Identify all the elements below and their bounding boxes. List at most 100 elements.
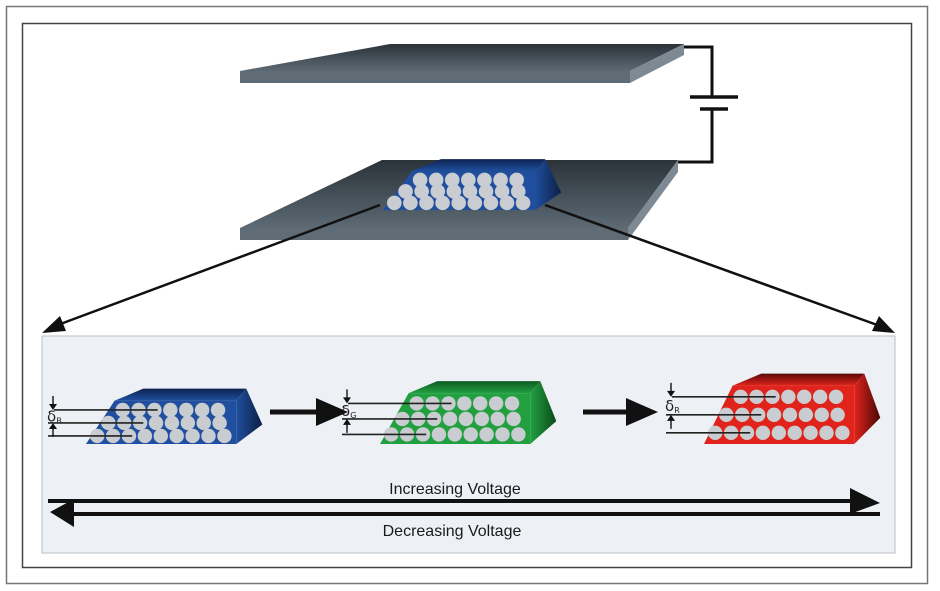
- decreasing-voltage-label: Decreasing Voltage: [383, 523, 522, 540]
- sphere: [458, 411, 474, 427]
- sphere: [781, 389, 796, 405]
- sphere: [457, 396, 472, 411]
- crystal-side-face: [854, 373, 881, 444]
- sphere: [451, 195, 467, 211]
- sphere: [179, 402, 194, 418]
- sphere: [217, 428, 232, 444]
- sphere: [194, 402, 210, 418]
- zoom-lines: [42, 203, 895, 333]
- spacing-arrowhead-down-icon: [667, 390, 675, 397]
- sphere: [494, 184, 510, 199]
- detail-panel: [41, 335, 896, 554]
- crystal-states: δB δG δR: [47, 373, 881, 444]
- spacing-arrowhead-down-icon: [49, 403, 57, 410]
- sphere: [196, 415, 211, 431]
- sphere: [814, 407, 829, 423]
- decreasing-voltage-arrow: [50, 499, 880, 527]
- sphere: [511, 427, 526, 442]
- crystal-green: δG: [341, 381, 557, 444]
- sphere: [812, 389, 828, 405]
- sphere: [431, 427, 447, 442]
- sphere: [164, 415, 180, 431]
- sphere: [180, 415, 196, 431]
- sphere: [477, 172, 492, 188]
- sphere: [755, 425, 771, 441]
- sphere: [499, 195, 515, 211]
- sphere: [210, 402, 226, 418]
- sphere: [782, 407, 798, 423]
- sphere: [819, 425, 834, 441]
- sphere: [447, 427, 462, 442]
- sphere: [803, 425, 818, 441]
- sphere: [488, 396, 504, 411]
- sphere: [435, 195, 450, 211]
- sphere: [387, 195, 402, 211]
- sphere: [212, 415, 227, 431]
- crystal-red: δR: [665, 373, 881, 444]
- sphere: [771, 425, 786, 441]
- sphere: [444, 172, 460, 188]
- sphere: [428, 172, 444, 188]
- sphere: [495, 427, 510, 442]
- sphere: [412, 172, 428, 188]
- spacing-subscript: B: [56, 416, 62, 425]
- sphere: [474, 411, 490, 427]
- spacing-subscript: R: [674, 406, 680, 415]
- crystal-side-face: [530, 381, 557, 444]
- sphere: [479, 427, 494, 442]
- sphere: [493, 172, 508, 188]
- spacing-arrowhead-up-icon: [343, 418, 351, 425]
- sphere: [506, 411, 521, 427]
- sphere: [787, 425, 802, 441]
- sphere: [490, 411, 505, 427]
- sphere: [504, 396, 520, 411]
- sphere: [148, 415, 164, 431]
- sphere: [473, 396, 488, 411]
- sphere: [766, 407, 782, 423]
- sphere: [163, 402, 178, 418]
- sphere: [798, 407, 814, 423]
- sphere: [185, 428, 200, 444]
- crystal-blue: [383, 159, 562, 211]
- spacing-arrowhead-up-icon: [667, 414, 675, 421]
- increasing-voltage-label: Increasing Voltage: [389, 481, 521, 498]
- sphere: [463, 427, 478, 442]
- sphere: [414, 184, 429, 199]
- sphere: [467, 195, 483, 211]
- sphere: [153, 428, 168, 444]
- transition-arrow-1: [270, 398, 348, 426]
- spacing-arrowhead-up-icon: [49, 422, 57, 429]
- top-electrode: [240, 44, 684, 83]
- sphere: [461, 172, 476, 188]
- sphere: [478, 184, 494, 199]
- sphere: [442, 411, 458, 427]
- crystal-top-face: [732, 373, 865, 386]
- crystal-top-face: [408, 381, 541, 394]
- crystal-side-face: [236, 388, 263, 444]
- crystal-top-face: [411, 159, 546, 172]
- sphere: [797, 389, 812, 405]
- crystal-blue: δB: [47, 388, 263, 444]
- sphere: [483, 195, 499, 211]
- crystal-top-face: [114, 388, 247, 401]
- sphere: [830, 407, 845, 423]
- spacing-subscript: G: [350, 411, 356, 420]
- sphere: [835, 425, 850, 441]
- sphere: [446, 184, 462, 199]
- battery-circuit: [678, 45, 738, 164]
- sphere: [137, 428, 153, 444]
- sphere: [430, 184, 446, 199]
- spacing-arrowhead-down-icon: [343, 397, 351, 404]
- crystal-side-face: [535, 159, 562, 210]
- sphere: [515, 195, 531, 211]
- sphere: [509, 172, 524, 188]
- sphere: [510, 184, 526, 199]
- sphere: [828, 389, 844, 405]
- increasing-voltage-arrow: [48, 488, 880, 514]
- sphere: [462, 184, 478, 199]
- sphere: [169, 428, 184, 444]
- transition-arrow-2: [583, 398, 658, 426]
- sphere: [201, 428, 216, 444]
- sphere: [403, 195, 418, 211]
